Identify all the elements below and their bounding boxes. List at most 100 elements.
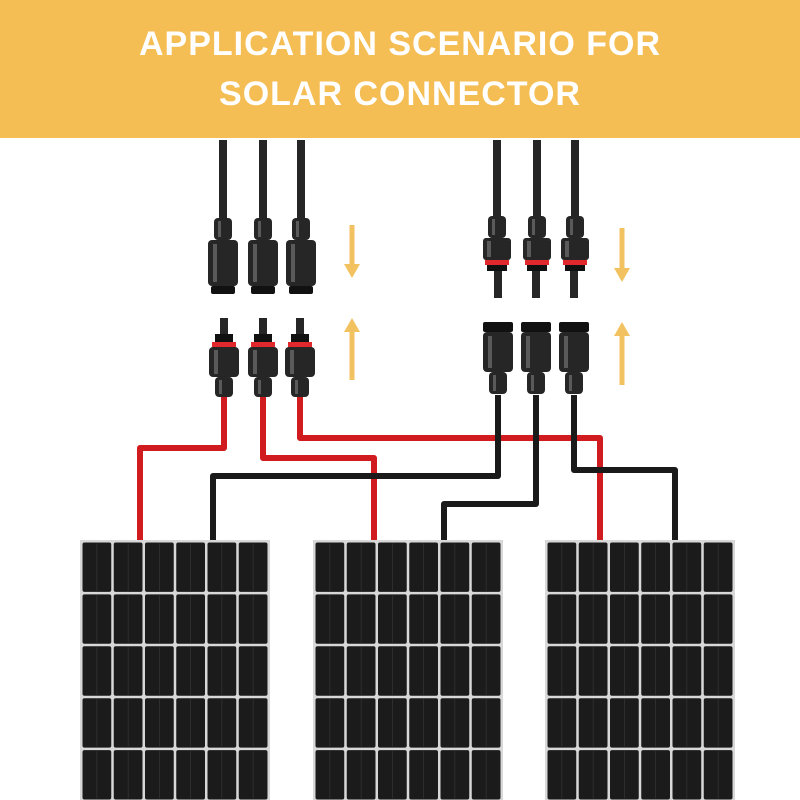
title-line-1: APPLICATION SCENARIO FOR xyxy=(138,25,662,63)
connector-body xyxy=(208,240,238,286)
arrow-head xyxy=(344,318,360,332)
arrows xyxy=(344,225,630,385)
connector-tip xyxy=(565,265,585,271)
right-top-connector-2-icon xyxy=(523,216,551,271)
connector-nut xyxy=(565,372,583,394)
connector-body-highlight xyxy=(526,336,530,368)
connector-body xyxy=(248,347,278,377)
connector-highlight xyxy=(570,219,573,235)
connector-tip xyxy=(254,334,272,342)
right-bottom-connector-3-icon xyxy=(559,322,589,394)
connector-body xyxy=(521,332,551,372)
connector-highlight xyxy=(296,221,299,237)
connector-tip xyxy=(559,322,589,332)
connector-tip xyxy=(483,322,513,332)
connector-body-highlight xyxy=(527,241,531,257)
connector-highlight xyxy=(531,375,534,391)
connector-highlight xyxy=(492,219,495,235)
connector-nut xyxy=(215,377,233,397)
connector-body xyxy=(286,240,316,286)
connector-tip xyxy=(521,322,551,332)
left-top-connector-3-icon xyxy=(286,218,316,294)
connector-tip xyxy=(487,265,507,271)
connector-body xyxy=(559,332,589,372)
negative-wire-3 xyxy=(571,395,678,540)
connector-nut xyxy=(291,377,309,397)
connector-body-highlight xyxy=(214,350,218,374)
title-banner: APPLICATION SCENARIO FOR SOLAR CONNECTOR xyxy=(0,0,800,138)
right-arrow-down-icon xyxy=(614,228,630,282)
connector-ring xyxy=(525,260,549,265)
right-arrow-up-icon xyxy=(614,322,630,385)
panel-frame xyxy=(545,540,735,800)
connector-tip xyxy=(527,265,547,271)
right-bottom-connector-1-icon xyxy=(483,322,513,394)
connector-highlight xyxy=(532,219,535,235)
connector-body-highlight xyxy=(488,336,492,368)
connector-tip xyxy=(289,286,313,294)
connector-body-highlight xyxy=(487,241,491,257)
connector-tip xyxy=(215,334,233,342)
connector-body-highlight xyxy=(291,244,295,282)
connector-highlight xyxy=(258,221,261,237)
connector-body-highlight xyxy=(564,336,568,368)
left-top-connector-2-icon xyxy=(248,218,278,294)
right-top-connector-1-icon xyxy=(483,216,511,271)
solar-panel-3-icon xyxy=(545,540,735,800)
left-arrow-down-icon xyxy=(344,225,360,278)
negative-wire-1 xyxy=(210,395,501,540)
connector-ring xyxy=(212,342,236,347)
left-top-connector-1-icon xyxy=(208,218,238,294)
connector-body-highlight xyxy=(253,350,257,374)
connector-highlight xyxy=(219,380,222,394)
connector-nut xyxy=(488,216,506,238)
connector-body-highlight xyxy=(290,350,294,374)
panel-frame xyxy=(80,540,270,800)
connector-body xyxy=(209,347,239,377)
negative-wire-2 xyxy=(441,395,539,540)
connector-ring xyxy=(563,260,587,265)
connector-ring xyxy=(251,342,275,347)
connector-nut xyxy=(254,377,272,397)
connector-tip xyxy=(211,286,235,294)
left-arrow-up-icon xyxy=(344,318,360,380)
panel-frame xyxy=(313,540,503,800)
connector-highlight xyxy=(569,375,572,391)
connector-nut xyxy=(254,218,272,240)
connector-highlight xyxy=(493,375,496,391)
solar-panel-2-icon xyxy=(313,540,503,800)
connector-body-highlight xyxy=(213,244,217,282)
arrow-head xyxy=(344,264,360,278)
connector-body xyxy=(285,347,315,377)
left-bottom-connector-2-icon xyxy=(248,334,278,397)
arrow-head xyxy=(614,268,630,282)
left-bottom-connector-3-icon xyxy=(285,334,315,397)
left-bottom-connector-1-icon xyxy=(209,334,239,397)
connector-highlight xyxy=(258,380,261,394)
connector-body xyxy=(483,332,513,372)
arrow-head xyxy=(614,322,630,336)
right-bottom-connector-2-icon xyxy=(521,322,551,394)
connector-nut xyxy=(292,218,310,240)
connector-body xyxy=(248,240,278,286)
connector-body-highlight xyxy=(565,241,569,257)
connector-nut xyxy=(528,216,546,238)
wires xyxy=(137,395,678,540)
connector-nut xyxy=(214,218,232,240)
title-line-2: SOLAR CONNECTOR xyxy=(219,75,581,113)
connector-highlight xyxy=(295,380,298,394)
connector-body-highlight xyxy=(253,244,257,282)
positive-wire-3 xyxy=(297,395,603,540)
solar-panels xyxy=(80,540,735,800)
positive-wire-1 xyxy=(137,395,227,540)
connector-nut xyxy=(527,372,545,394)
connector-tip xyxy=(291,334,309,342)
connector-ring xyxy=(288,342,312,347)
connector-nut xyxy=(489,372,507,394)
right-top-connector-3-icon xyxy=(561,216,589,271)
connector-nut xyxy=(566,216,584,238)
connector-highlight xyxy=(218,221,221,237)
connector-tip xyxy=(251,286,275,294)
